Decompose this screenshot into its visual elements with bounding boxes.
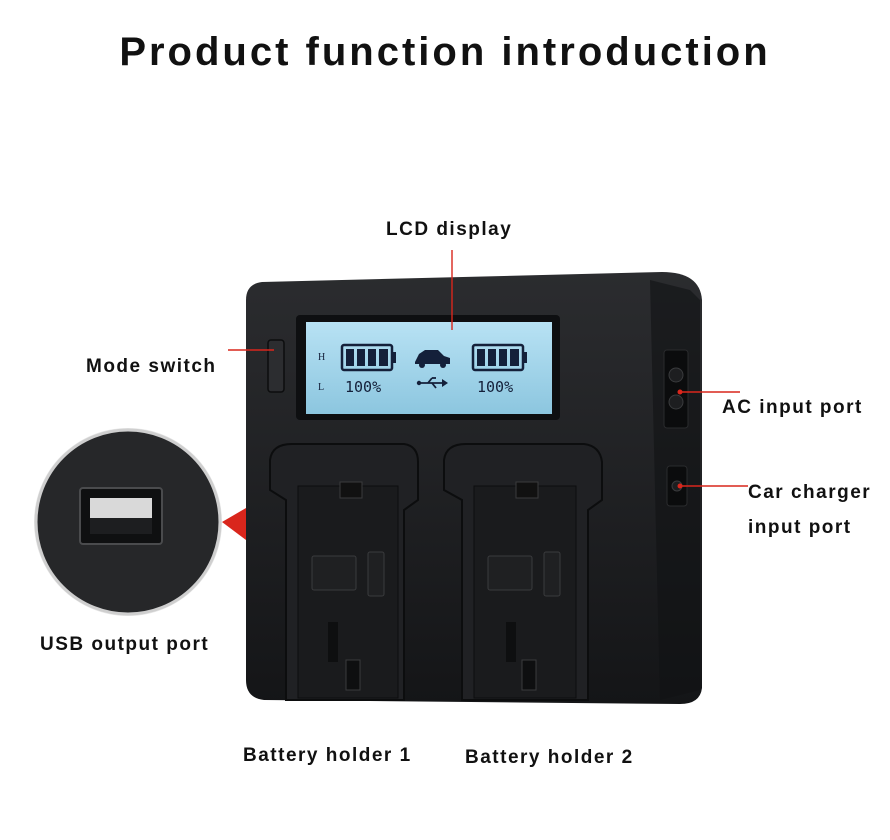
car-charger-label-line1: Car charger (748, 482, 872, 503)
lcd-display-label: LCD display (386, 219, 513, 240)
battery-holder-2 (443, 443, 603, 701)
car-charger-port (666, 465, 688, 507)
mode-switch-button[interactable] (267, 339, 285, 393)
lcd-right-percent: 100% (477, 378, 513, 396)
car-icon (415, 350, 450, 368)
lcd-row-h-label: H (318, 352, 325, 363)
lcd-row-l-label: L (318, 382, 324, 393)
battery-holder-1-label: Battery holder 1 (243, 745, 412, 766)
ac-input-port-label: AC input port (722, 397, 863, 418)
callout-lines (228, 250, 748, 487)
zoom-pointer-arrow (222, 508, 246, 540)
ac-input-port (663, 349, 689, 429)
mode-switch-label: Mode switch (86, 356, 217, 377)
battery-level-icon-right (471, 343, 527, 372)
car-charger-label-line2: input port (748, 517, 852, 538)
battery-level-icon-left (340, 343, 396, 372)
lcd-display: H L 100% 100% (296, 315, 560, 420)
usb-output-port-label: USB output port (40, 634, 210, 655)
lcd-left-percent: 100% (345, 378, 381, 396)
battery-holder-1 (269, 443, 419, 701)
battery-holder-2-label: Battery holder 2 (465, 747, 634, 768)
usb-icon (416, 377, 448, 389)
usb-port-zoom (34, 428, 222, 616)
page-title: Product function introduction (119, 30, 771, 74)
